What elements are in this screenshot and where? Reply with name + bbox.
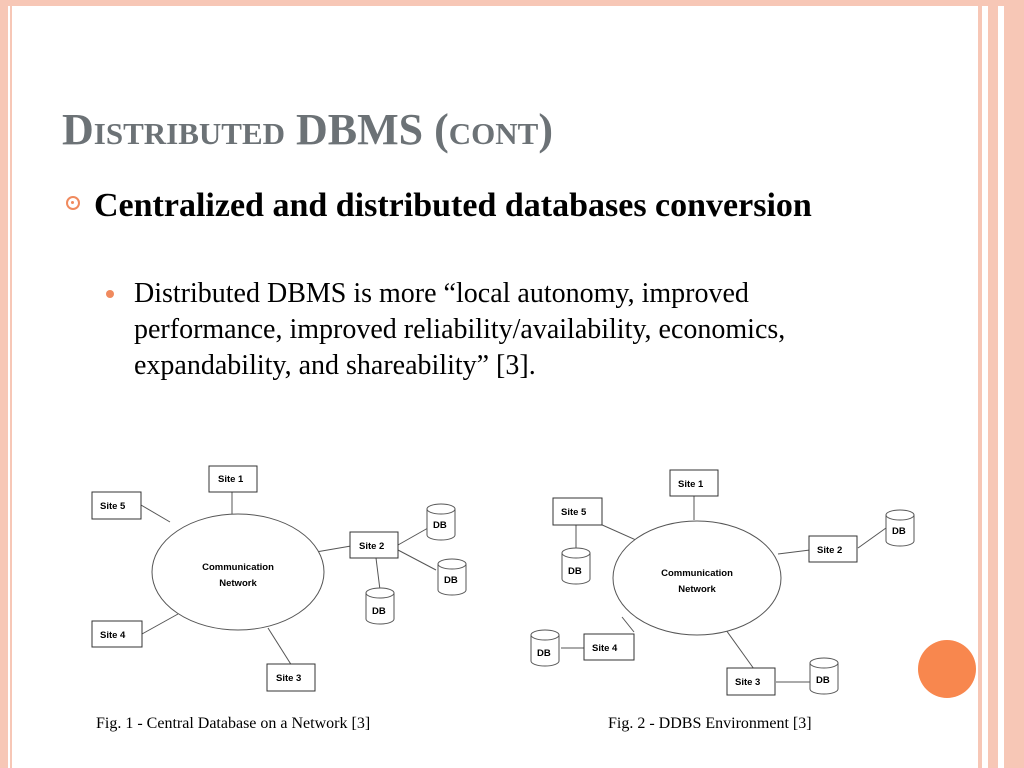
connector-line [621,616,635,633]
database-cylinder-icon: DB [561,547,591,585]
network-label-line1: Communication [661,568,733,579]
db-label: DB [433,520,447,531]
site1-box [669,469,719,497]
database-cylinder-icon: DB [885,509,915,547]
database-cylinder-icon: DB [365,587,395,625]
connector-line [397,527,429,546]
site3-label: Site 3 [276,673,301,684]
slide-frame-right-stripe [978,0,982,768]
slide-title: Distributed DBMS (cont) [62,105,554,154]
figure-central-database: Communication Network Site 1 Site 5 Site… [88,460,478,705]
slide-frame-right-stripe [1004,0,1024,768]
connector-line [777,549,811,555]
slide-frame-top [0,0,1024,6]
communication-network-ellipse [612,520,782,636]
db-label: DB [568,566,582,577]
connector-line [315,545,352,553]
site2-box [808,535,858,563]
bullet-level1-text: Centralized and distributed databases co… [94,187,812,224]
figure2-caption: Fig. 2 - DDBS Environment [3] [608,715,812,732]
connector-line [140,504,171,523]
site1-label: Site 1 [218,474,244,485]
site3-box [266,663,316,692]
site5-label: Site 5 [100,501,126,512]
bullet-circle-icon [66,196,80,210]
site4-label: Site 4 [592,643,618,654]
slide-frame-right-stripe [988,0,998,768]
connector-line [725,629,755,670]
bullet-dot-icon [106,290,114,298]
db-label: DB [537,648,551,659]
site1-label: Site 1 [678,479,704,490]
db-label: DB [816,675,830,686]
network-label-line2: Network [219,578,257,589]
database-cylinder-icon: DB [426,503,456,541]
slide-frame-left-line [10,0,12,768]
communication-network-ellipse [151,513,325,631]
site2-label: Site 2 [359,541,384,552]
figure-ddbs-environment: Communication Network Site 1 Site 5 Site… [526,462,926,709]
site3-box [726,667,776,696]
bullet-level2-text: Distributed DBMS is more “local autonomy… [134,278,786,381]
connector-line [141,613,179,635]
network-label-line1: Communication [202,562,274,573]
db-label: DB [372,606,386,617]
db-label: DB [444,575,458,586]
connector-line [397,549,437,571]
site3-label: Site 3 [735,677,760,688]
site2-box [349,531,399,559]
site1-box [208,465,258,493]
figure1-caption: Fig. 1 - Central Database on a Network [… [96,715,371,732]
database-cylinder-icon: DB [530,629,560,667]
site4-box [583,633,635,661]
connector-line [599,523,637,541]
site4-box [91,620,143,648]
site5-box [552,497,603,526]
connector-line [267,627,293,667]
connector-line [375,557,381,591]
site5-box [91,491,142,520]
site4-label: Site 4 [100,630,126,641]
decorative-circle [918,640,976,698]
db-label: DB [892,526,906,537]
site2-label: Site 2 [817,545,842,556]
database-cylinder-icon: DB [437,558,467,596]
network-label-line2: Network [678,584,716,595]
site5-label: Site 5 [561,507,587,518]
connector-line [857,527,887,549]
slide-frame-left [0,0,8,768]
database-cylinder-icon: DB [809,657,839,695]
